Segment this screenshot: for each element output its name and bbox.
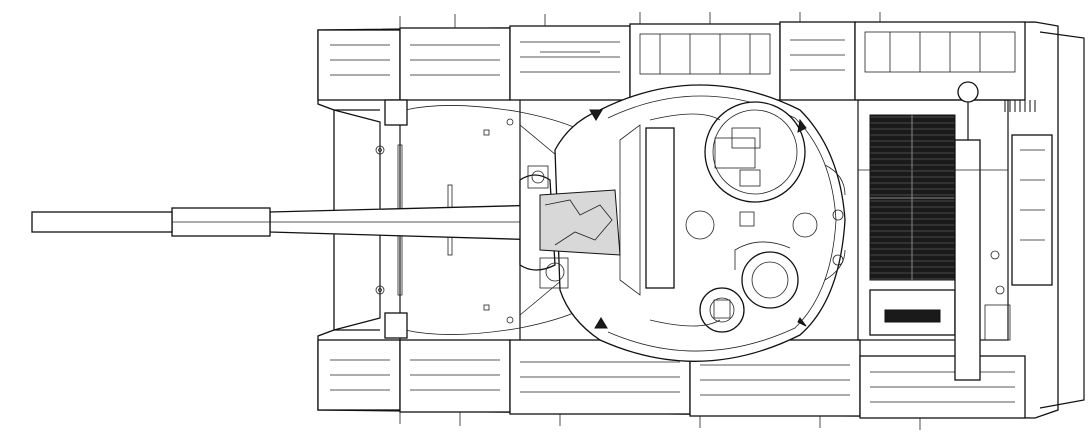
turret bbox=[554, 84, 846, 362]
engine-deck bbox=[857, 81, 1053, 381]
left-fender bbox=[317, 12, 1026, 101]
main-gun bbox=[31, 204, 546, 241]
right-fender bbox=[317, 339, 1026, 430]
glacis bbox=[375, 99, 581, 340]
mantlet bbox=[519, 165, 621, 289]
